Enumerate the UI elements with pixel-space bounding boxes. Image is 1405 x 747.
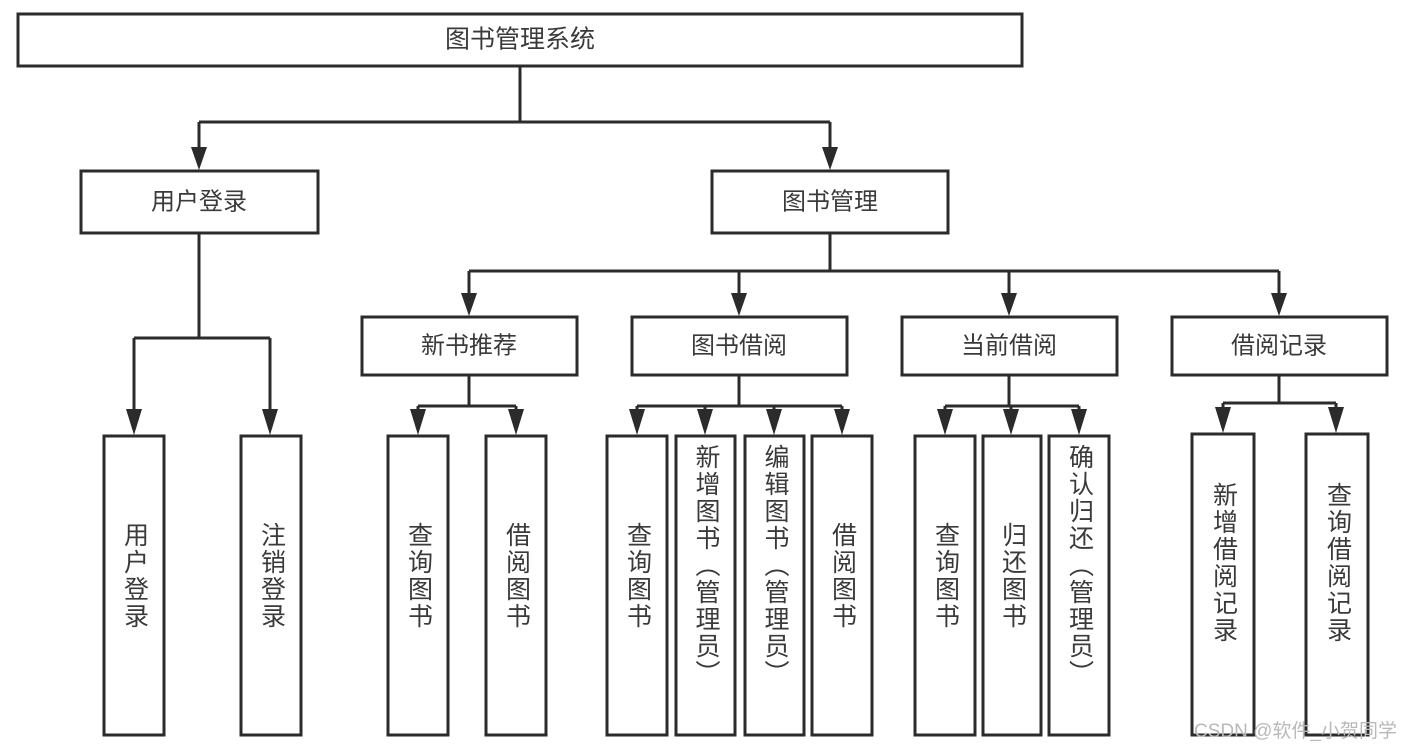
leaf-borrow-book-2-box[interactable] bbox=[810, 434, 874, 737]
node-user-login-label: 用户登录 bbox=[151, 188, 247, 215]
node-new-book-recommend[interactable]: 新书推荐 bbox=[360, 315, 579, 377]
arrow-leaf-add-record bbox=[1215, 407, 1231, 433]
node-book-borrow-label: 图书借阅 bbox=[691, 332, 787, 359]
node-borrow-record-box[interactable] bbox=[1170, 315, 1389, 377]
connectors-root bbox=[191, 66, 838, 170]
node-new-book-recommend-box[interactable] bbox=[360, 315, 579, 377]
leaf-boxes bbox=[102, 432, 1370, 737]
connectors-book-management bbox=[461, 233, 1287, 316]
arrow-leaf-query-book-2 bbox=[629, 409, 645, 435]
node-book-management[interactable]: 图书管理 bbox=[710, 169, 950, 235]
arrow-to-new-book-recommend bbox=[461, 293, 477, 316]
node-borrow-record-label: 借阅记录 bbox=[1231, 332, 1327, 359]
arrow-leaf-borrow-book-2 bbox=[834, 409, 850, 435]
arrow-leaf-query-book-1 bbox=[410, 409, 426, 435]
leaf-user-login-box[interactable] bbox=[102, 434, 166, 737]
arrow-leaf-edit-book bbox=[766, 409, 782, 435]
node-current-borrow[interactable]: 当前借阅 bbox=[900, 315, 1119, 377]
leaf-confirm-return-box[interactable] bbox=[1047, 434, 1111, 737]
leaf-query-record-box[interactable] bbox=[1304, 432, 1370, 737]
arrow-leaf-confirm-return bbox=[1071, 409, 1087, 435]
node-current-borrow-label: 当前借阅 bbox=[961, 332, 1057, 359]
leaf-return-book-box[interactable] bbox=[981, 434, 1043, 737]
connectors-new-book-recommend bbox=[410, 376, 524, 435]
node-book-management-box[interactable] bbox=[710, 169, 950, 235]
node-current-borrow-box[interactable] bbox=[900, 315, 1119, 377]
arrow-leaf-add-book bbox=[697, 409, 713, 435]
connectors-book-borrow bbox=[629, 376, 850, 435]
node-new-book-recommend-label: 新书推荐 bbox=[421, 332, 517, 359]
node-book-borrow[interactable]: 图书借阅 bbox=[630, 315, 849, 377]
arrow-leaf-user-login bbox=[126, 409, 142, 435]
connectors-user-login bbox=[126, 233, 278, 435]
arrow-leaf-borrow-book-1 bbox=[508, 409, 524, 435]
watermark: CSDN @软件_小贺同学 bbox=[1194, 721, 1397, 742]
arrow-to-book-management bbox=[822, 147, 838, 170]
node-book-borrow-box[interactable] bbox=[630, 315, 849, 377]
node-user-login[interactable]: 用户登录 bbox=[79, 169, 320, 235]
arrow-to-book-borrow bbox=[731, 293, 747, 316]
connectors-current-borrow bbox=[937, 376, 1087, 435]
leaf-borrow-book-1-box[interactable] bbox=[484, 434, 548, 737]
leaf-logout-login-box[interactable] bbox=[239, 434, 303, 737]
node-root-box[interactable] bbox=[16, 12, 1024, 68]
arrow-leaf-return-book bbox=[1003, 409, 1019, 435]
node-borrow-record[interactable]: 借阅记录 bbox=[1170, 315, 1389, 377]
leaf-query-book-2-box[interactable] bbox=[605, 434, 669, 737]
node-book-management-label: 图书管理 bbox=[782, 188, 878, 215]
leaf-query-book-1-box[interactable] bbox=[386, 434, 450, 737]
node-user-login-box[interactable] bbox=[79, 169, 320, 235]
leaf-add-book-box[interactable] bbox=[674, 434, 737, 737]
leaf-add-record-box[interactable] bbox=[1190, 432, 1256, 737]
arrow-to-user-login bbox=[191, 147, 207, 170]
leaf-query-book-3-box[interactable] bbox=[913, 434, 977, 737]
arrow-leaf-query-record bbox=[1328, 407, 1344, 433]
node-root[interactable]: 图书管理系统 bbox=[16, 12, 1024, 68]
leaf-edit-book-box[interactable] bbox=[743, 434, 806, 737]
connectors-borrow-record bbox=[1215, 376, 1344, 433]
arrow-leaf-logout-login bbox=[262, 409, 278, 435]
arrow-leaf-query-book-3 bbox=[937, 409, 953, 435]
arrow-to-borrow-record bbox=[1271, 293, 1287, 316]
arrow-to-current-borrow bbox=[1001, 293, 1017, 316]
node-root-label: 图书管理系统 bbox=[445, 26, 595, 54]
